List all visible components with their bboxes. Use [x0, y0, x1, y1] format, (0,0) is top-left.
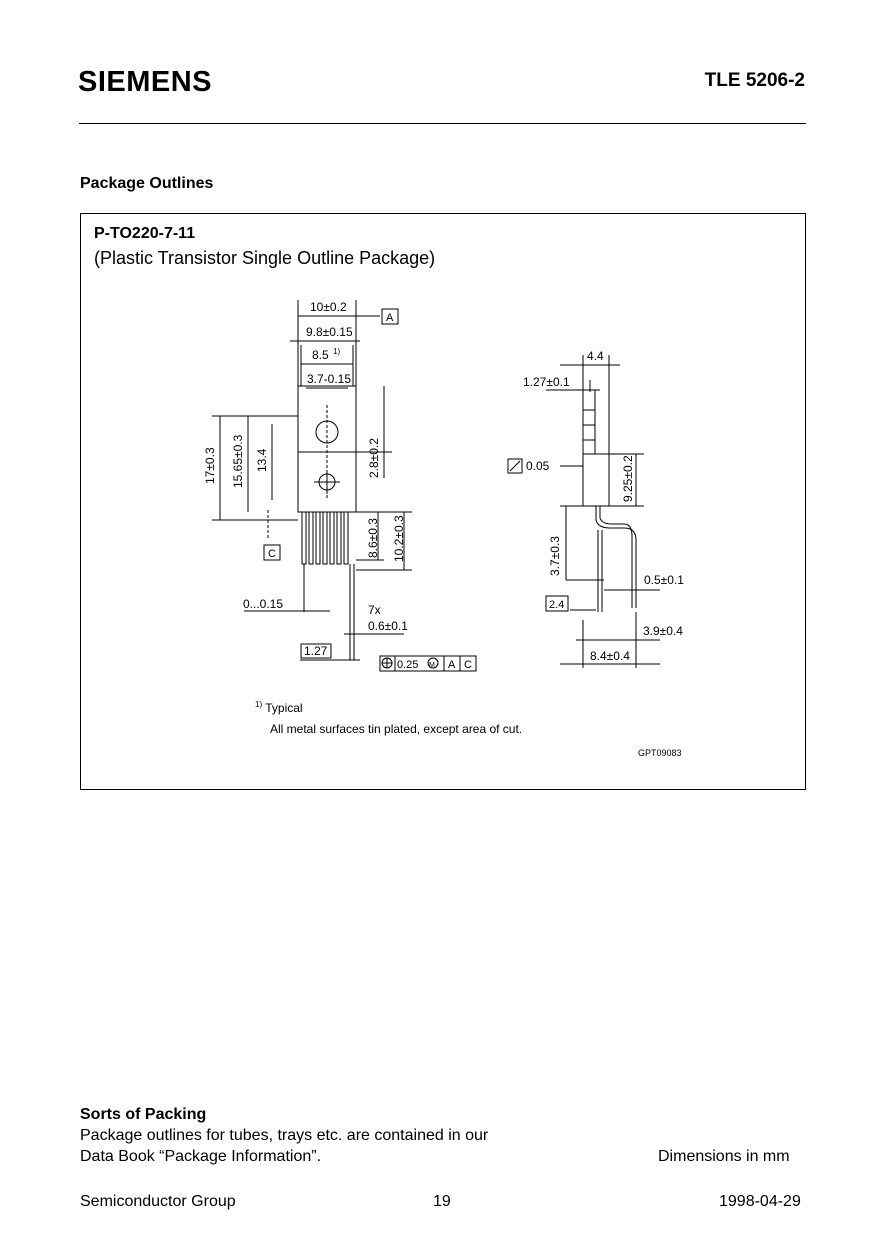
- pitch-box: [300, 643, 332, 659]
- side-body-h: 9.25±0.2: [621, 455, 635, 502]
- plating-note: All metal surfaces tin plated, except ar…: [270, 722, 523, 736]
- dim-offset: 0...0.15: [243, 597, 283, 611]
- side-lead-outer: [595, 506, 637, 608]
- datum-a-box: [381, 308, 399, 325]
- siemens-logo: SIEMENS: [78, 66, 213, 98]
- side-lead-offset: 3.7±0.3: [548, 536, 562, 576]
- datum-c-box: [263, 544, 281, 561]
- dim-w-typ-marker: 1): [333, 347, 340, 356]
- side-body: [582, 453, 610, 507]
- dim-w-typ: 8.5: [312, 348, 329, 362]
- side-bend-b: 8.4±0.4: [590, 649, 630, 663]
- packing-line-1: Package outlines for tubes, trays etc. a…: [80, 1127, 489, 1144]
- section-title: Package Outlines: [80, 175, 214, 192]
- tolerance-frame: [379, 655, 477, 672]
- dim-lead-a: 8.6±0.3: [366, 518, 380, 558]
- side-pitch-box: [545, 595, 569, 612]
- dim-lead-b: 10.2±0.3: [392, 515, 406, 562]
- tol-a: A: [448, 659, 456, 671]
- dim-lead-w: 0.6±0.1: [368, 619, 408, 633]
- tol-c: C: [464, 659, 472, 671]
- datum-a-label: A: [386, 312, 394, 324]
- footnote: 1) Typical: [255, 700, 303, 715]
- dim-pitch: 1.27: [304, 644, 328, 658]
- side-pitch: 2.4: [549, 599, 564, 611]
- package-description: (Plastic Transistor Single Outline Packa…: [94, 248, 436, 268]
- dim-h-body: 15.65±0.3: [231, 434, 245, 488]
- side-lead-t: 0.5±0.1: [644, 573, 684, 587]
- tol-mod: M: [429, 662, 435, 669]
- units-note: Dimensions in mm: [658, 1148, 790, 1165]
- part-number: TLE 5206-2: [704, 70, 805, 91]
- dim-h-typ: 13.4: [255, 448, 269, 472]
- drawing-frame: [80, 213, 806, 790]
- side-tab: 1.27±0.1: [523, 375, 570, 389]
- dim-h-hole: 2.8±0.2: [367, 438, 381, 478]
- side-thickness: 4.4: [587, 349, 604, 363]
- packing-title: Sorts of Packing: [80, 1106, 207, 1123]
- side-tab: [582, 389, 596, 455]
- package-name: P-TO220-7-11: [94, 225, 196, 242]
- datum-c-label: C: [268, 548, 276, 560]
- tol-value: 0.25: [397, 659, 418, 671]
- footer-date: 1998-04-29: [719, 1193, 801, 1210]
- front-leads: [301, 511, 355, 660]
- footer-left: Semiconductor Group: [80, 1193, 236, 1210]
- header-rule: [79, 123, 806, 124]
- drawing-code: GPT09083: [638, 748, 682, 758]
- dim-w-body: 9.8±0.15: [306, 325, 353, 339]
- dim-w-total: 10±0.2: [310, 300, 347, 314]
- side-bend-a: 3.9±0.4: [643, 624, 683, 638]
- flatness-box: [507, 458, 523, 474]
- dim-w-hole: 3.7-0.15: [307, 372, 351, 386]
- page-number: 19: [433, 1193, 451, 1210]
- dim-count: 7x: [368, 603, 381, 617]
- packing-line-2: Data Book “Package Information”.: [80, 1148, 322, 1165]
- side-flatness: 0.05: [526, 459, 550, 473]
- dim-h-total: 17±0.3: [203, 447, 217, 484]
